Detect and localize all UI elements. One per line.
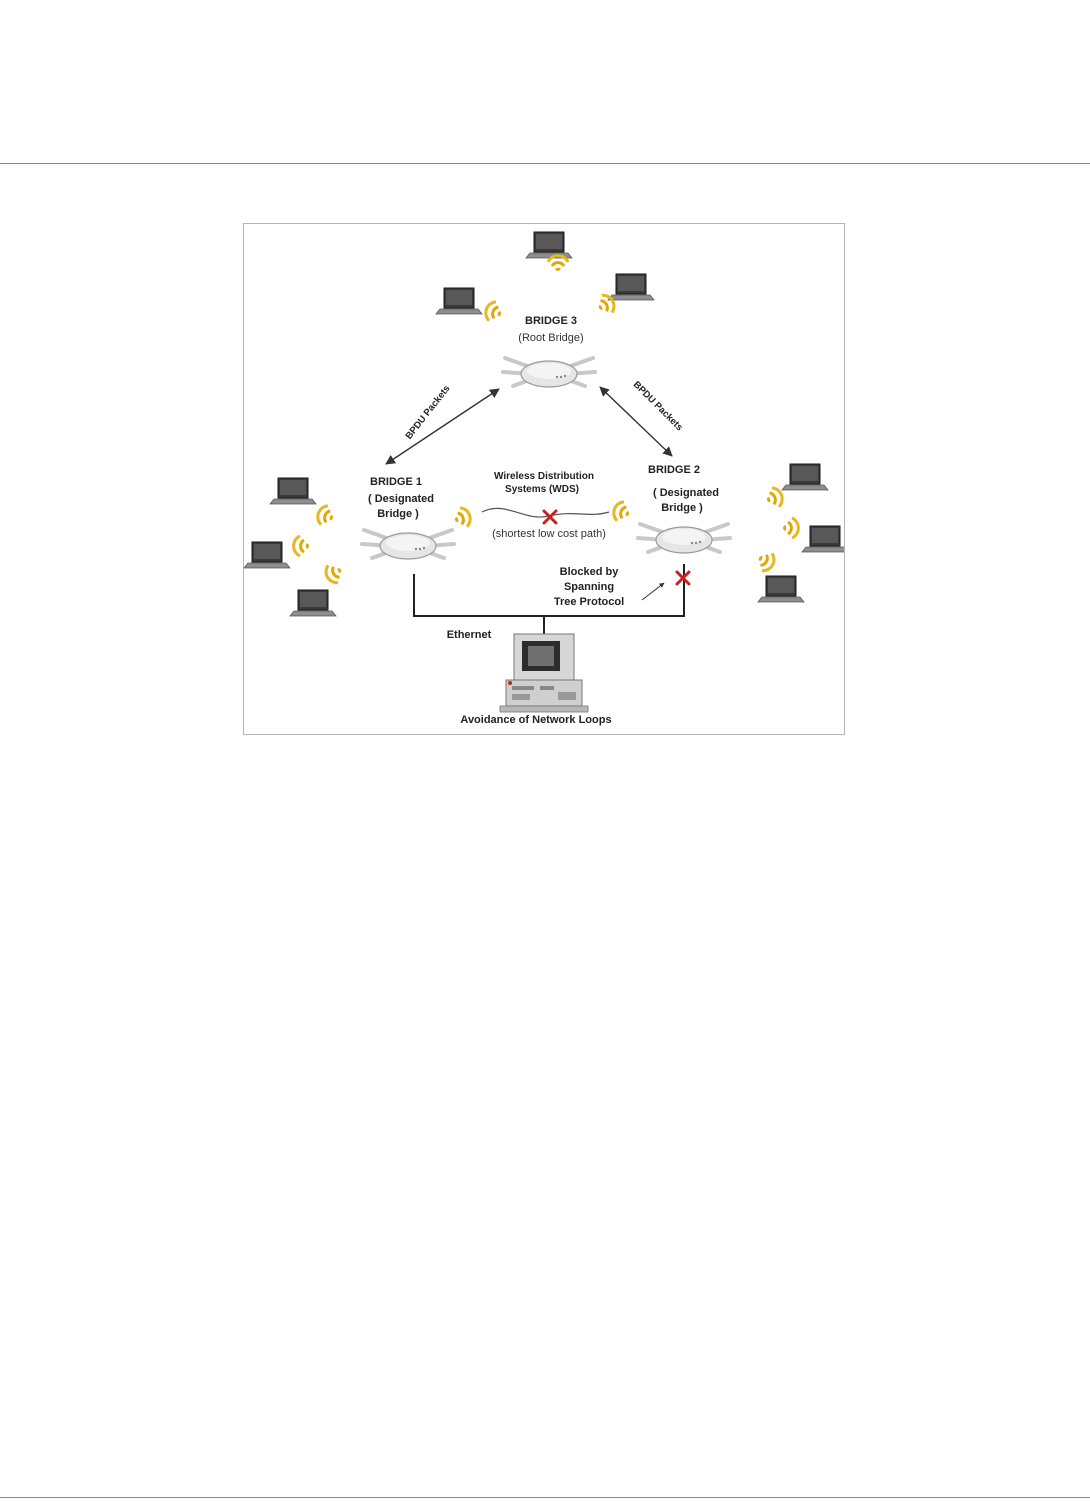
shortest-path-label: (shortest low cost path) xyxy=(492,528,606,540)
laptop-icon xyxy=(244,541,291,569)
laptop-icon xyxy=(781,463,829,491)
bridge2-name: BRIDGE 2 xyxy=(648,464,700,476)
ethernet-link-bridge2 xyxy=(544,564,685,617)
footer-rule xyxy=(0,1497,1090,1498)
diagram-caption: Avoidance of Network Loops xyxy=(460,714,611,726)
bpdu-label-left: BPDU Packets xyxy=(404,383,453,441)
wifi-signal-icon xyxy=(609,498,633,525)
wifi-signal-icon xyxy=(451,504,475,531)
laptop-icon xyxy=(801,525,844,553)
wifi-signal-icon xyxy=(292,534,310,558)
wifi-signal-icon xyxy=(782,516,800,540)
network-loop-diagram: BRIDGE 3 (Root Bridge) BRIDGE 1 ( Design… xyxy=(243,223,845,735)
bridge2-role-line1: ( Designated xyxy=(653,487,719,499)
laptop-icon xyxy=(607,273,655,301)
wifi-signal-icon xyxy=(321,559,347,588)
wifi-signal-icon xyxy=(763,484,787,511)
bridge2-device-icon xyxy=(636,522,732,555)
computer-workstation-icon xyxy=(499,633,589,713)
blocked-pointer-arrow xyxy=(641,582,665,601)
bridge1-role-line2: Bridge ) xyxy=(377,508,419,520)
bridge1-name: BRIDGE 1 xyxy=(370,476,422,488)
wifi-signal-icon xyxy=(481,298,505,325)
wifi-signal-icon xyxy=(753,547,779,576)
bridge3-name: BRIDGE 3 xyxy=(525,315,577,327)
blocked-label-line1: Blocked by xyxy=(560,566,620,578)
blocked-label-line2: Spanning xyxy=(564,581,614,593)
laptop-icon xyxy=(525,231,573,259)
bridge3-role: (Root Bridge) xyxy=(518,332,583,344)
bpdu-link-right xyxy=(599,386,673,457)
bridge3-device-icon xyxy=(501,356,597,389)
wds-label-line1: Wireless Distribution xyxy=(494,471,594,482)
bridge2-role-line2: Bridge ) xyxy=(661,502,703,514)
bridge1-role-line1: ( Designated xyxy=(368,493,434,505)
bpdu-link-left xyxy=(385,388,500,465)
laptop-icon xyxy=(269,477,317,505)
laptop-icon xyxy=(435,287,483,315)
laptop-icon xyxy=(289,589,337,617)
ethernet-label: Ethernet xyxy=(447,629,492,641)
wds-label-line2: Systems (WDS) xyxy=(505,484,579,495)
laptop-icon xyxy=(757,575,805,603)
bridge1-device-icon xyxy=(360,528,456,561)
blocked-label-line3: Tree Protocol xyxy=(554,596,624,608)
wifi-signal-icon xyxy=(313,502,337,529)
ethernet-link-bridge1 xyxy=(413,574,545,634)
header-rule xyxy=(0,163,1090,164)
